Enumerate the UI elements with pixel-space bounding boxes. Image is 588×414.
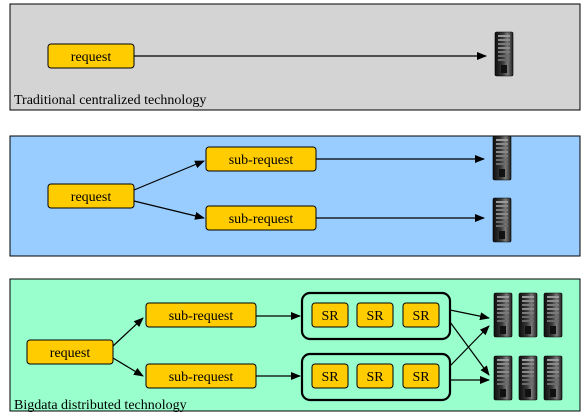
server-cluster bbox=[493, 355, 563, 401]
server-rack-icon bbox=[494, 31, 514, 77]
arrow-icon bbox=[112, 317, 144, 347]
server-rack-icon bbox=[518, 355, 538, 401]
sr-label: SR bbox=[321, 370, 339, 385]
sr-label: SR bbox=[321, 309, 339, 324]
request-box: request bbox=[26, 339, 114, 365]
sr-group: SR SR SR bbox=[300, 352, 452, 402]
arrow-icon bbox=[133, 160, 205, 191]
sr-box: SR bbox=[356, 363, 394, 389]
sub-request-label: sub-request bbox=[169, 309, 234, 324]
sr-box: SR bbox=[402, 302, 440, 328]
request-label: request bbox=[71, 50, 112, 65]
panel-subrequest: request sub-request sub-request bbox=[9, 135, 581, 257]
request-box: request bbox=[47, 183, 135, 209]
server-rack-icon bbox=[543, 292, 563, 338]
request-box: request bbox=[47, 43, 135, 69]
sr-group: SR SR SR bbox=[300, 291, 452, 341]
request-label: request bbox=[71, 190, 112, 205]
server-rack-icon bbox=[493, 355, 513, 401]
arrow-icon bbox=[449, 309, 490, 321]
sr-label: SR bbox=[366, 309, 384, 324]
server-rack-icon bbox=[492, 197, 512, 243]
server-rack-icon bbox=[493, 292, 513, 338]
server-rack-icon bbox=[492, 135, 512, 181]
request-label: request bbox=[50, 346, 91, 361]
sr-box: SR bbox=[402, 363, 440, 389]
sub-request-box: sub-request bbox=[205, 146, 317, 172]
arrow-icon bbox=[112, 357, 144, 377]
sr-box: SR bbox=[311, 302, 349, 328]
arrow-icon bbox=[449, 321, 490, 376]
sub-request-label: sub-request bbox=[229, 153, 294, 168]
sub-request-label: sub-request bbox=[169, 370, 234, 385]
panel-caption: Traditional centralized technology bbox=[14, 93, 206, 108]
panel-bigdata: request sub-request sub-request SR SR bbox=[9, 278, 581, 413]
sr-label: SR bbox=[412, 309, 430, 324]
sub-request-box: sub-request bbox=[145, 302, 257, 328]
panel-caption: Bigdata distributed technology bbox=[14, 398, 187, 413]
arrow-icon bbox=[133, 200, 205, 220]
sub-request-box: sub-request bbox=[145, 363, 257, 389]
server-cluster bbox=[493, 292, 563, 338]
server-rack-icon bbox=[518, 292, 538, 338]
sr-box: SR bbox=[311, 363, 349, 389]
panel-traditional: request Traditional centralized technolo… bbox=[9, 3, 581, 111]
sr-box: SR bbox=[356, 302, 394, 328]
sr-label: SR bbox=[366, 370, 384, 385]
sub-request-label: sub-request bbox=[229, 212, 294, 227]
arrow-icon bbox=[449, 325, 490, 367]
sr-label: SR bbox=[412, 370, 430, 385]
sub-request-box: sub-request bbox=[205, 205, 317, 231]
server-rack-icon bbox=[543, 355, 563, 401]
